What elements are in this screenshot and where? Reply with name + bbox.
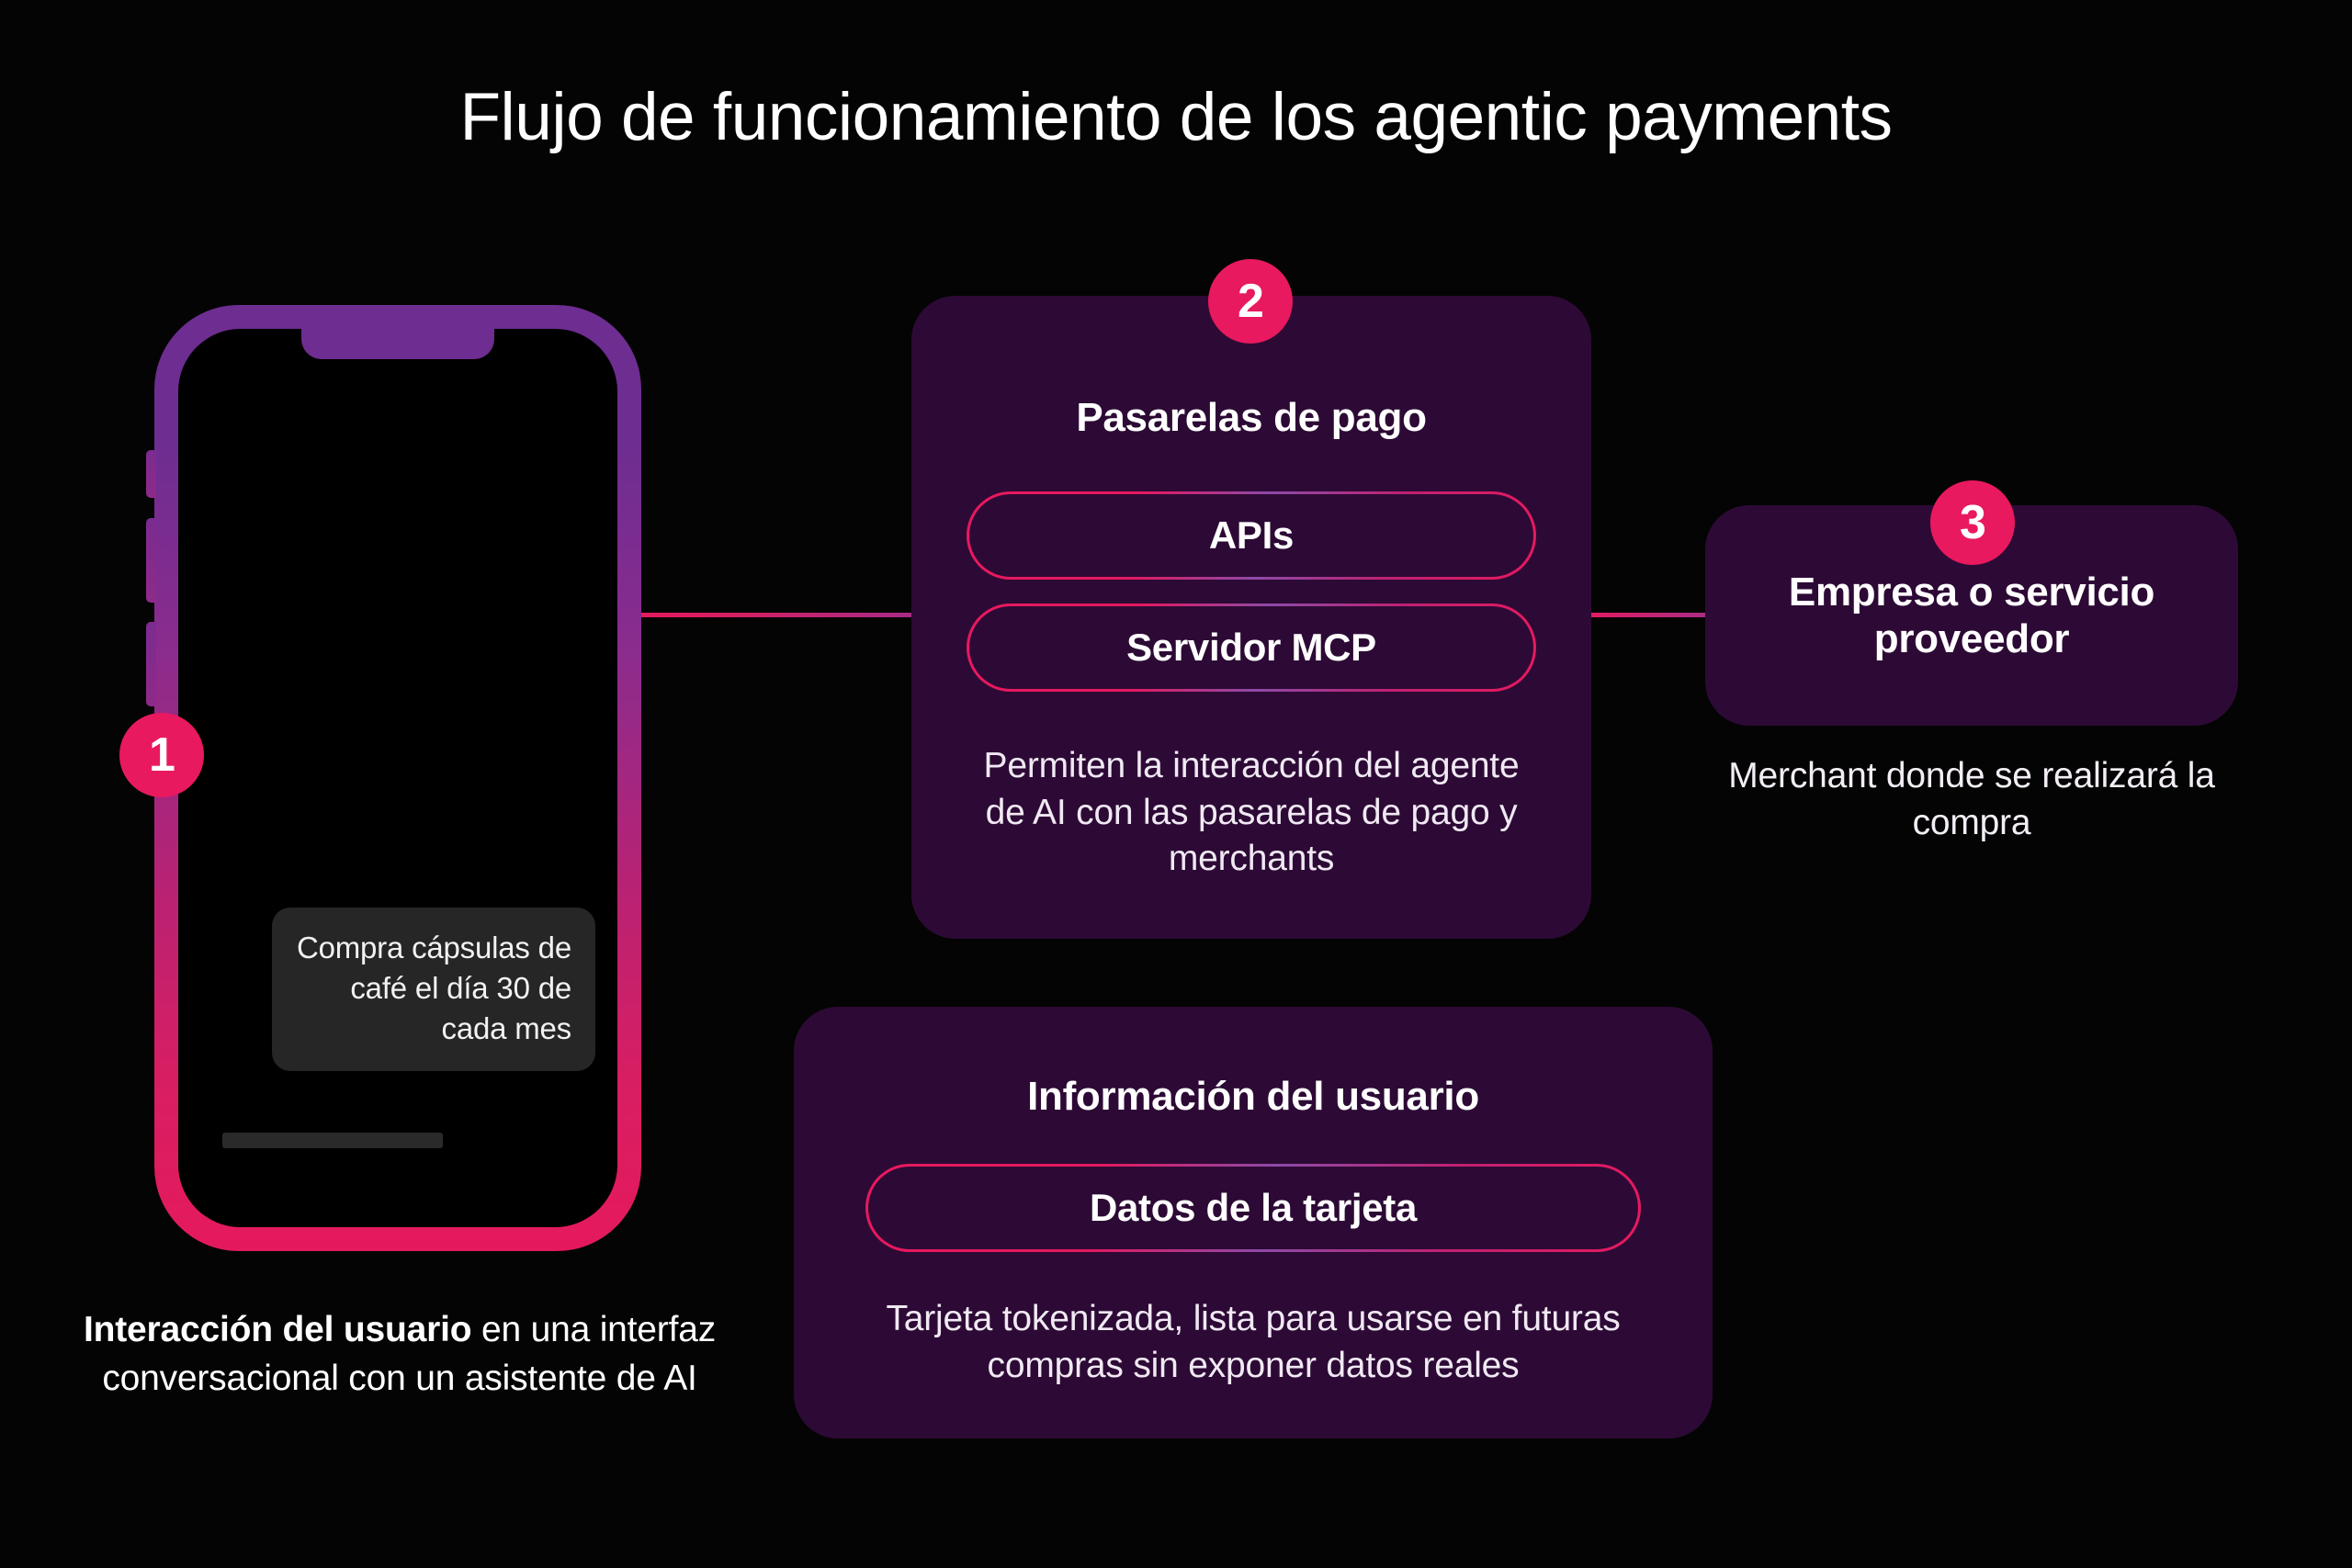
pill-mcp-server[interactable]: Servidor MCP	[967, 604, 1536, 693]
home-indicator-bar	[222, 1133, 443, 1148]
page-title: Flujo de funcionamiento de los agentic p…	[459, 80, 1893, 154]
card-provider-title: Empresa o servicio proveedor	[1788, 569, 2155, 661]
card-user-information: Información del usuario Datos de la tarj…	[794, 1007, 1713, 1438]
step-badge-2: 2	[1208, 259, 1293, 344]
card-provider-description: Merchant donde se realizará la compra	[1728, 756, 2215, 842]
phone-mockup: Compra cápsulas de café el día 30 de cad…	[146, 305, 641, 1251]
card-payment-gateways-title: Pasarelas de pago	[1076, 395, 1427, 440]
step-badge-1-label: 1	[149, 728, 175, 782]
phone-caption: Interacción del usuario en una interfaz …	[83, 1306, 717, 1403]
phone-frame: Compra cápsulas de café el día 30 de cad…	[146, 305, 641, 1251]
card-user-information-description: Tarjeta tokenizada, lista para usarse en…	[886, 1299, 1621, 1385]
pill-card-data-label: Datos de la tarjeta	[868, 1167, 1638, 1250]
connector-phone-to-gateways	[634, 613, 937, 617]
pill-mcp-server-label: Servidor MCP	[969, 606, 1533, 690]
step-badge-3: 3	[1930, 480, 2015, 565]
card-payment-gateways-description: Permiten la interacción del agente de AI…	[983, 746, 1520, 879]
phone-mute-switch-icon	[146, 450, 156, 498]
phone-screen: Compra cápsulas de café el día 30 de cad…	[178, 329, 617, 1227]
card-provider: Empresa o servicio proveedor	[1705, 505, 2238, 726]
step-badge-3-label: 3	[1960, 496, 1986, 549]
phone-notch	[301, 329, 494, 359]
phone-volume-up-button[interactable]	[146, 518, 156, 603]
chat-message-bubble: Compra cápsulas de café el día 30 de cad…	[272, 908, 595, 1071]
phone-caption-bold: Interacción del usuario	[84, 1310, 472, 1349]
step-badge-1: 1	[119, 713, 204, 797]
phone-volume-down-button[interactable]	[146, 622, 156, 706]
connector-gateways-to-provider	[1580, 613, 1764, 617]
pill-apis[interactable]: APIs	[967, 491, 1536, 581]
phone-caption-rest: en una interfaz conversacional con un as…	[102, 1310, 716, 1398]
card-user-information-title: Información del usuario	[1027, 1074, 1479, 1119]
pill-card-data[interactable]: Datos de la tarjeta	[865, 1164, 1641, 1253]
step-badge-2-label: 2	[1238, 275, 1264, 328]
card-payment-gateways: Pasarelas de pago APIs Servidor MCP Perm…	[911, 296, 1591, 939]
pill-apis-label: APIs	[969, 494, 1533, 578]
